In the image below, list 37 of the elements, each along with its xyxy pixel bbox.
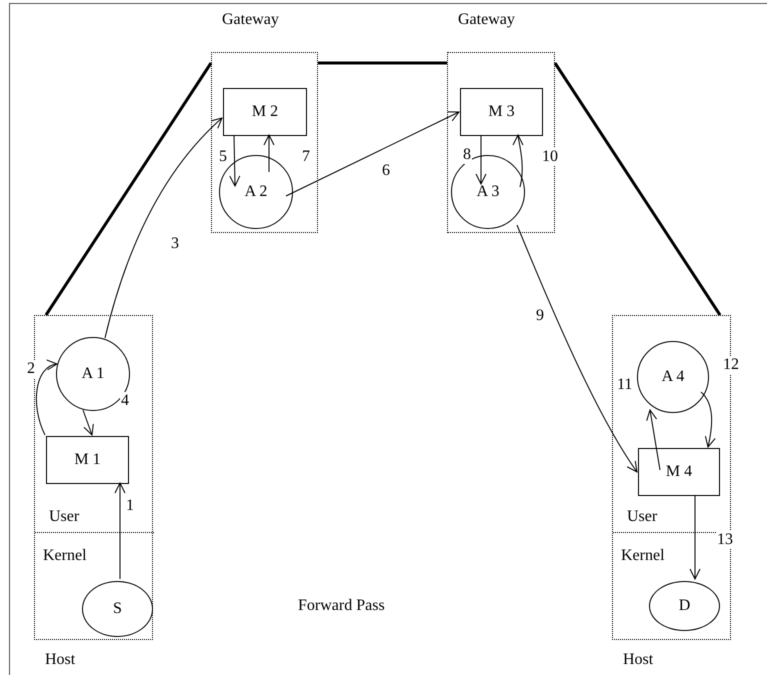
edge-label: 13 xyxy=(716,531,734,549)
arrow xyxy=(229,134,240,186)
region-label: Kernel xyxy=(43,547,87,565)
diagram-label: Forward Pass xyxy=(298,597,385,615)
arrow xyxy=(516,224,638,472)
edge-label: 8 xyxy=(462,146,472,164)
arrow xyxy=(104,118,222,338)
module-box: M 4 xyxy=(638,448,720,496)
region-label: User xyxy=(49,508,80,526)
arrow xyxy=(513,134,524,188)
arrow xyxy=(264,134,274,172)
process-circle: A 4 xyxy=(637,341,709,413)
arrow xyxy=(690,494,700,580)
link-line xyxy=(554,62,722,316)
link-line xyxy=(318,62,447,64)
region-label: User xyxy=(627,508,658,526)
link-line xyxy=(44,62,212,316)
module-box: M 1 xyxy=(46,436,129,484)
module-box: M 2 xyxy=(223,88,307,136)
edge-label: 10 xyxy=(541,148,559,166)
process-circle: S xyxy=(82,581,153,637)
edge-label: 12 xyxy=(722,356,740,374)
module-box: M 3 xyxy=(460,88,543,136)
group-title: Gateway xyxy=(222,11,279,29)
arrow xyxy=(286,111,460,196)
group-title: Gateway xyxy=(458,11,515,29)
arrow xyxy=(476,134,486,184)
arrow xyxy=(82,410,94,436)
arrow xyxy=(700,392,716,448)
arrow xyxy=(646,410,660,470)
group-title: Host xyxy=(623,651,654,669)
process-circle: D xyxy=(649,581,720,631)
region-label: Kernel xyxy=(621,547,665,565)
group-title: Host xyxy=(45,651,76,669)
arrow xyxy=(36,361,58,436)
arrow xyxy=(114,482,126,580)
edge-label: 2 xyxy=(26,360,36,378)
